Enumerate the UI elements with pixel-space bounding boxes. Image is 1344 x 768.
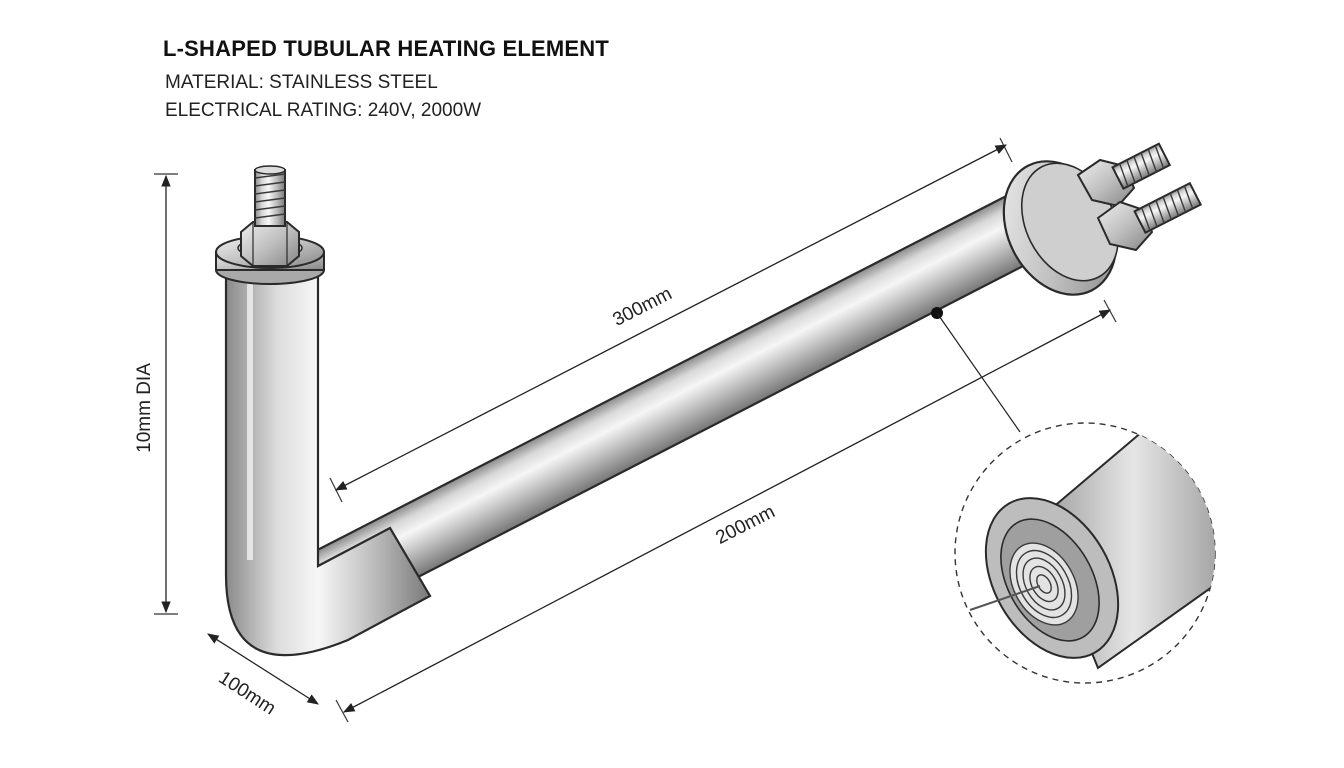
dimension-300mm-label: 300mm [610,283,676,330]
diagram-title: L-SHAPED TUBULAR HEATING ELEMENT [163,36,609,61]
left-terminal-fitting [215,165,325,285]
cross-section-detail [954,422,1216,684]
material-spec: MATERIAL: STAINLESS STEEL [165,72,438,93]
vertical-leg [224,263,432,657]
dimension-100mm-label: 100mm [215,667,280,719]
electrical-rating-spec: ELECTRICAL RATING: 240V, 2000W [165,100,482,121]
diagonal-tube [304,188,1052,620]
section-leader [931,307,1021,433]
dimension-diameter: 10mm DIA [134,173,178,615]
right-terminal-fitting [1002,142,1203,296]
dimension-diameter-label: 10mm DIA [134,363,155,453]
dimension-200mm-label: 200mm [713,501,779,548]
